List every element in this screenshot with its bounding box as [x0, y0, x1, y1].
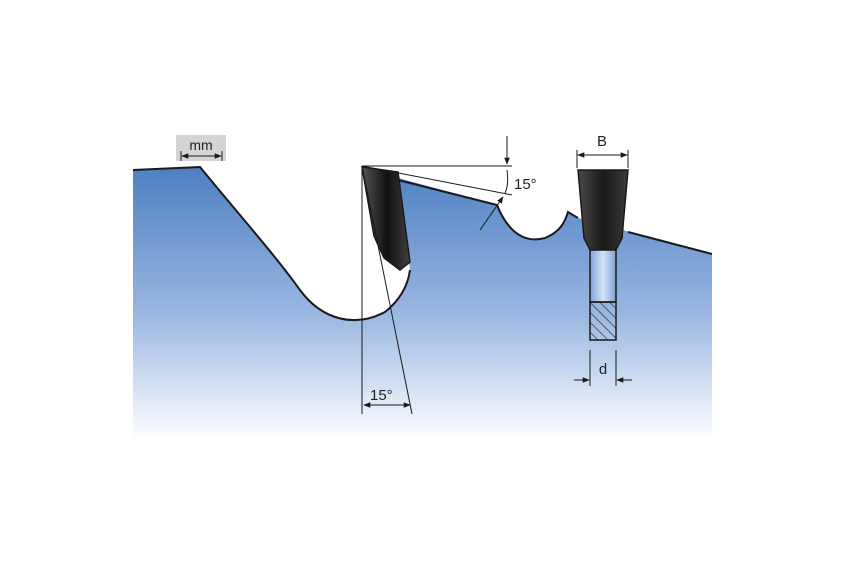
- cross-section-hatch: [589, 301, 617, 341]
- thickness-label: d: [599, 361, 607, 378]
- cross-section-tip: [577, 169, 629, 251]
- clearance-angle-label: 15°: [370, 387, 393, 404]
- blade-body: [133, 167, 712, 440]
- gullet-outline: [397, 179, 579, 241]
- cross-section-body: [589, 249, 617, 303]
- hook-angle-label: 15°: [514, 176, 537, 193]
- blade-outline: [132, 165, 411, 322]
- hook-arrow-bottom: [479, 196, 504, 231]
- carbide-tooth: [361, 166, 411, 271]
- mm-label: mm: [189, 137, 212, 153]
- clearance-ref-angled: [361, 165, 413, 415]
- hook-ref-angled: [361, 165, 513, 196]
- width-label: B: [597, 133, 607, 150]
- hook-arc: [504, 169, 509, 194]
- blade-edge-right: [627, 231, 713, 255]
